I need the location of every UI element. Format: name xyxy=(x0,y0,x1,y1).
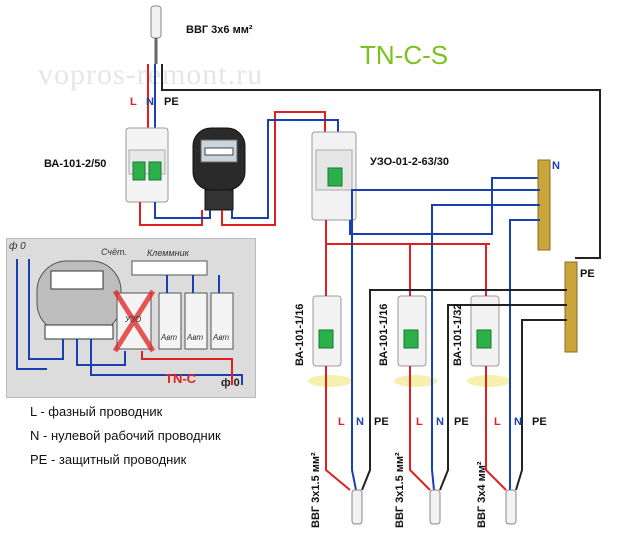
top-pe-label: PE xyxy=(164,96,179,108)
cable-end-2 xyxy=(429,489,441,525)
branch-breaker-2-label: ВА-101-1/16 xyxy=(378,303,390,366)
branch-1-pe: PE xyxy=(374,416,389,428)
scheme-title: TN-C-S xyxy=(360,40,449,70)
pe-bus xyxy=(564,261,578,353)
cable-end-1 xyxy=(351,489,363,525)
legend-pe: PE - защитный проводник xyxy=(30,452,187,467)
legend-neutral: N - нулевой рабочий проводник xyxy=(30,428,221,443)
branch-1-n: N xyxy=(356,416,364,428)
n-bus-label: N xyxy=(552,160,560,172)
inset-load-label-1: Авт xyxy=(161,333,178,342)
cable-end-3 xyxy=(505,489,517,525)
branch-2-cable-label: ВВГ 3х1.5 мм² xyxy=(394,452,406,528)
branch-2-n: N xyxy=(436,416,444,428)
branch-breaker-3-label: ВА-101-1/32 xyxy=(452,303,464,366)
branch-3-n: N xyxy=(514,416,522,428)
branch-3-pe: PE xyxy=(532,416,547,428)
top-phase-label: L xyxy=(130,96,137,108)
inset-phase-zero-bottom: ф 0 xyxy=(221,377,240,389)
inset-rcd-label: УЗО xyxy=(125,315,142,324)
pe-bus-label: PE xyxy=(580,268,595,280)
inset-terminal-label: Клеммник xyxy=(147,248,189,258)
branch-2-l: L xyxy=(416,416,423,428)
inset-load-label-2: Авт xyxy=(187,333,204,342)
inset-meter-label: Счёт. xyxy=(101,247,127,257)
top-neutral-label: N xyxy=(146,96,154,108)
pe-in-wire xyxy=(161,64,601,128)
branch-2-pe: PE xyxy=(454,416,469,428)
inset-drawing xyxy=(16,259,243,385)
inset-load-label-3: Авт xyxy=(213,333,230,342)
watermark: vopros-remont.ru xyxy=(38,58,264,91)
incoming-cable-end xyxy=(150,5,162,39)
legend-phase: L - фазный проводник xyxy=(30,404,163,419)
branch-1-cable-label: ВВГ 3х1.5 мм² xyxy=(310,452,322,528)
inset-scheme-label: TN-C xyxy=(165,371,197,386)
branch-1-l: L xyxy=(338,416,345,428)
tn-c-inset: ф 0 Счёт. Клеммник УЗО Авт Авт Авт TN-C … xyxy=(6,238,256,398)
branch-3-cable-label: ВВГ 3х4 мм² xyxy=(476,461,488,528)
rcd-label: УЗО-01-2-63/30 xyxy=(370,156,450,168)
inset-phase-zero-top: ф 0 xyxy=(9,241,26,252)
incoming-cable-label: ВВГ 3х6 мм² xyxy=(186,24,253,36)
main-breaker-label: ВА-101-2/50 xyxy=(44,158,107,170)
pe-to-bus xyxy=(575,128,601,259)
branch-3-l: L xyxy=(494,416,501,428)
branch-breaker-1-label: ВА-101-1/16 xyxy=(294,303,306,366)
